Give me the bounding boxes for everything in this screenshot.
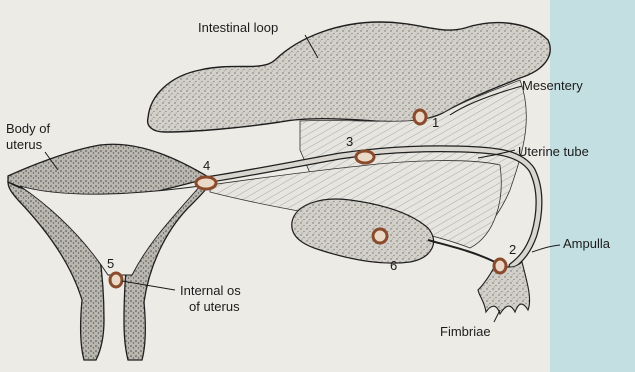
- label-body-of-uterus-line2: uterus: [6, 137, 43, 152]
- site-number-5: 5: [107, 256, 114, 271]
- site-number-3: 3: [346, 134, 353, 149]
- implantation-site-1: [414, 110, 426, 124]
- side-panel: [550, 0, 635, 372]
- label-intestinal-loop: Intestinal loop: [198, 20, 278, 35]
- implantation-site-2: [494, 259, 506, 273]
- label-internal-os-line2: of uterus: [189, 299, 240, 314]
- label-body-of-uterus-line1: Body of: [6, 121, 50, 136]
- label-internal-os-line1: Internal os: [180, 283, 241, 298]
- implantation-site-4: [196, 177, 216, 189]
- label-uterine-tube: Uterine tube: [518, 144, 589, 159]
- implantation-site-3: [356, 151, 374, 163]
- label-mesentery: Mesentery: [522, 78, 583, 93]
- site-number-2: 2: [509, 242, 516, 257]
- implantation-site-5: [110, 273, 122, 287]
- label-ampulla: Ampulla: [563, 236, 611, 251]
- site-number-4: 4: [203, 158, 210, 173]
- site-number-1: 1: [432, 115, 439, 130]
- implantation-site-6: [373, 229, 387, 243]
- site-number-6: 6: [390, 258, 397, 273]
- label-fimbriae: Fimbriae: [440, 324, 491, 339]
